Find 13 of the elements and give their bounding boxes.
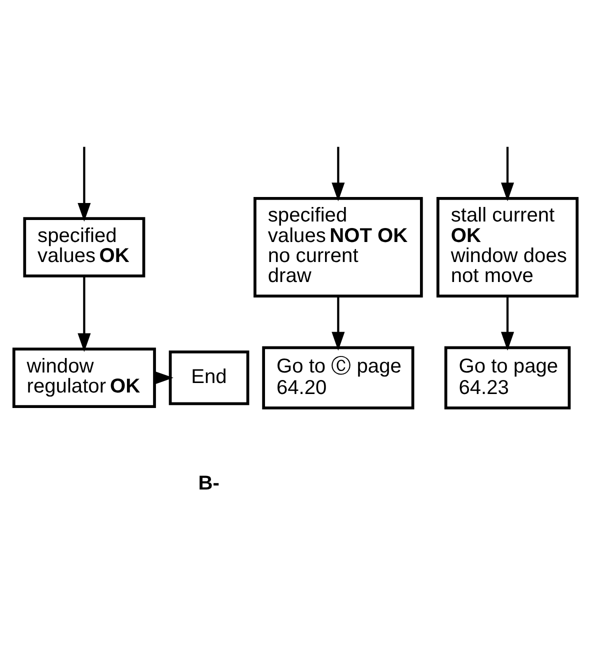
node-box: stall current OK window does not move bbox=[436, 197, 579, 298]
arrow bbox=[500, 146, 514, 202]
arrow bbox=[500, 296, 514, 351]
node-box: specified values NOT OK no current draw bbox=[254, 197, 423, 298]
node-box: End bbox=[168, 350, 250, 406]
arrow bbox=[332, 146, 345, 202]
arrow bbox=[78, 276, 91, 352]
node-box: specified values OK bbox=[23, 217, 146, 278]
node-box: Go to Ⓒ page 64.20 bbox=[262, 346, 414, 410]
arrow bbox=[78, 146, 91, 222]
label: B- bbox=[198, 472, 220, 494]
arrow bbox=[332, 296, 345, 351]
node-box: Go to page 64.23 bbox=[444, 346, 571, 410]
